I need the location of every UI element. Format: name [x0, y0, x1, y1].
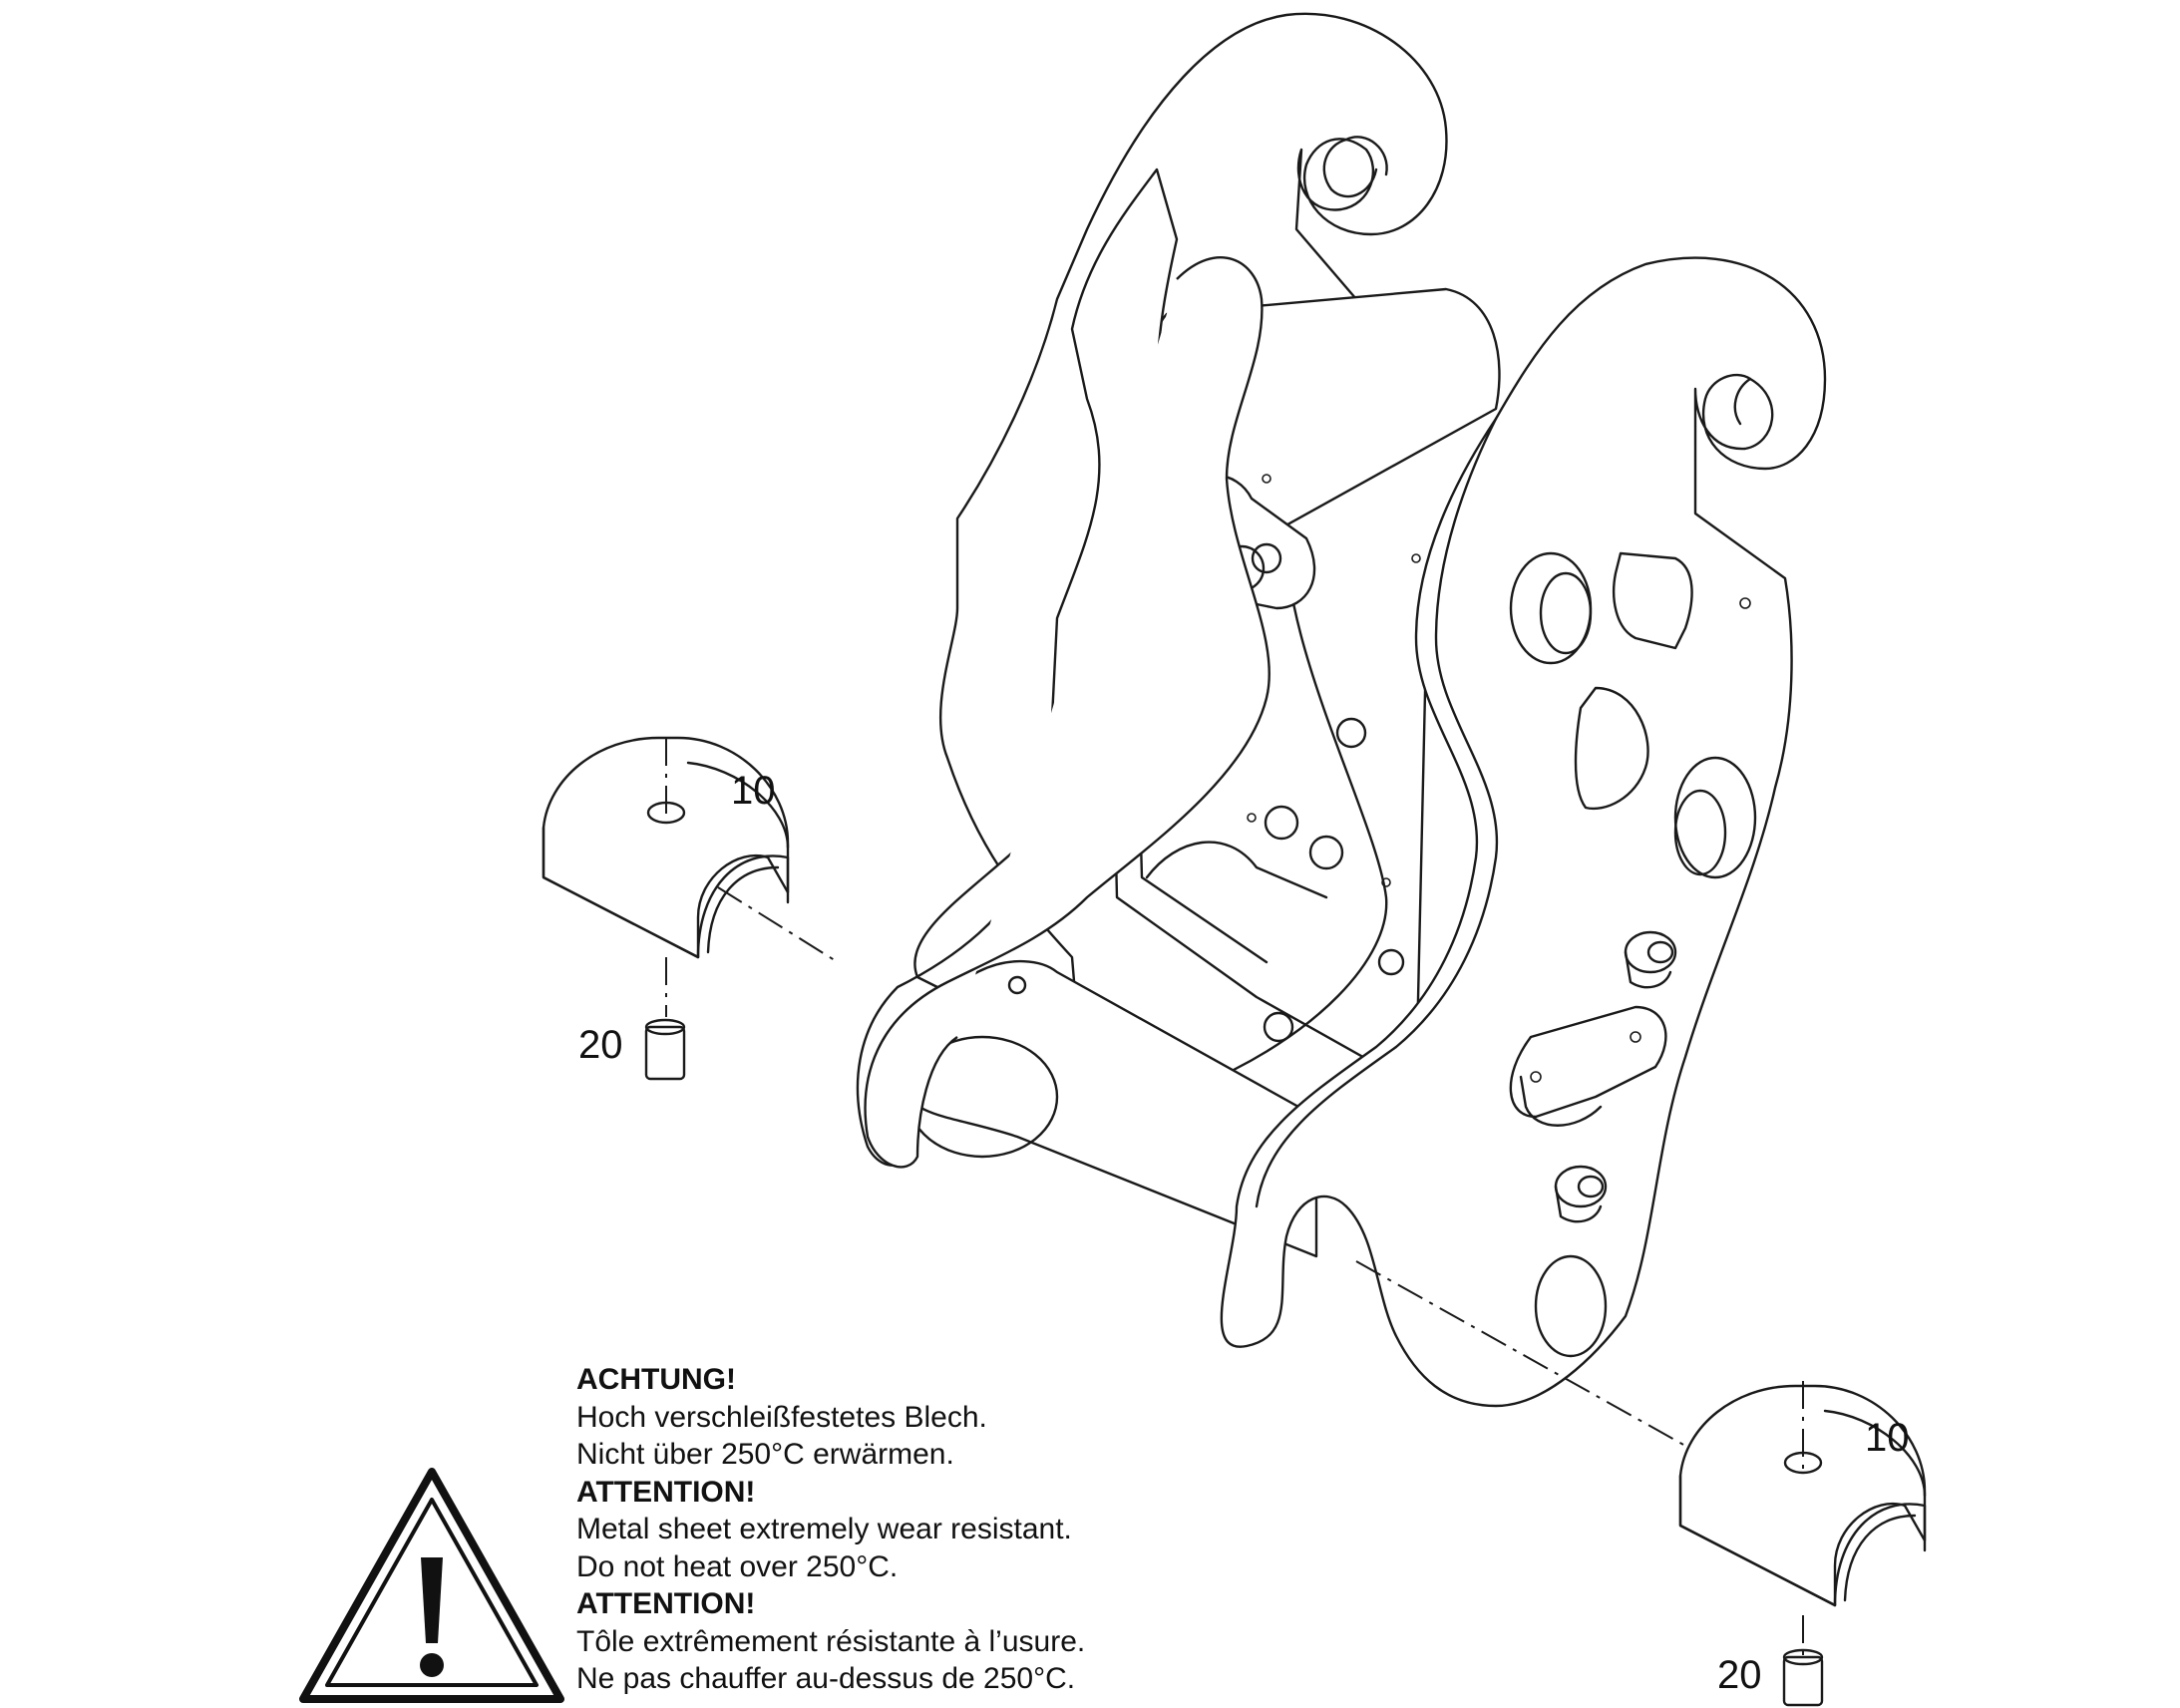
callout-right-sleeve: 10 [1865, 1416, 1910, 1460]
front-lower-plate [864, 256, 1271, 1169]
warning-line-fr-2: Ne pas chauffer au-dessus de 250°C. [576, 1662, 1076, 1695]
warning-line-de-2: Nicht über 250°C erwärmen. [576, 1438, 954, 1471]
warning-line-en-2: Do not heat over 250°C. [576, 1549, 899, 1583]
warning-heading-fr: ATTENTION! [576, 1587, 756, 1620]
right-sleeve-part-10 [1678, 1381, 1927, 1655]
plate-square-cutout [1613, 551, 1693, 650]
warning-line-en-1: Metal sheet extremely wear resistant. [576, 1513, 1072, 1545]
callout-left-sleeve: 10 [731, 769, 776, 813]
front-side-plate [1220, 256, 1827, 1408]
warning-notice: ACHTUNG! Hoch verschleißfestetes Blech. … [576, 1361, 1085, 1698]
right-pin-part-20 [1782, 1648, 1824, 1707]
assembly-centerline [1355, 1260, 1686, 1447]
warning-line-fr-1: Tôle extrêmement résistante à l’usure. [576, 1624, 1086, 1658]
warning-heading-de: ACHTUNG! [576, 1363, 736, 1396]
callout-right-pin: 20 [1717, 1653, 1762, 1697]
plate-teardrop-cutout [1574, 686, 1649, 811]
left-pin-part-20 [644, 1018, 686, 1081]
warning-triangle-icon [299, 1468, 564, 1703]
plate-oval-cover [1509, 1005, 1667, 1119]
warning-line-de-1: Hoch verschleißfestetes Blech. [576, 1400, 987, 1434]
left-sleeve-part-10 [542, 736, 839, 1017]
callout-left-pin: 20 [578, 1023, 623, 1067]
warning-heading-en: ATTENTION! [576, 1475, 756, 1509]
